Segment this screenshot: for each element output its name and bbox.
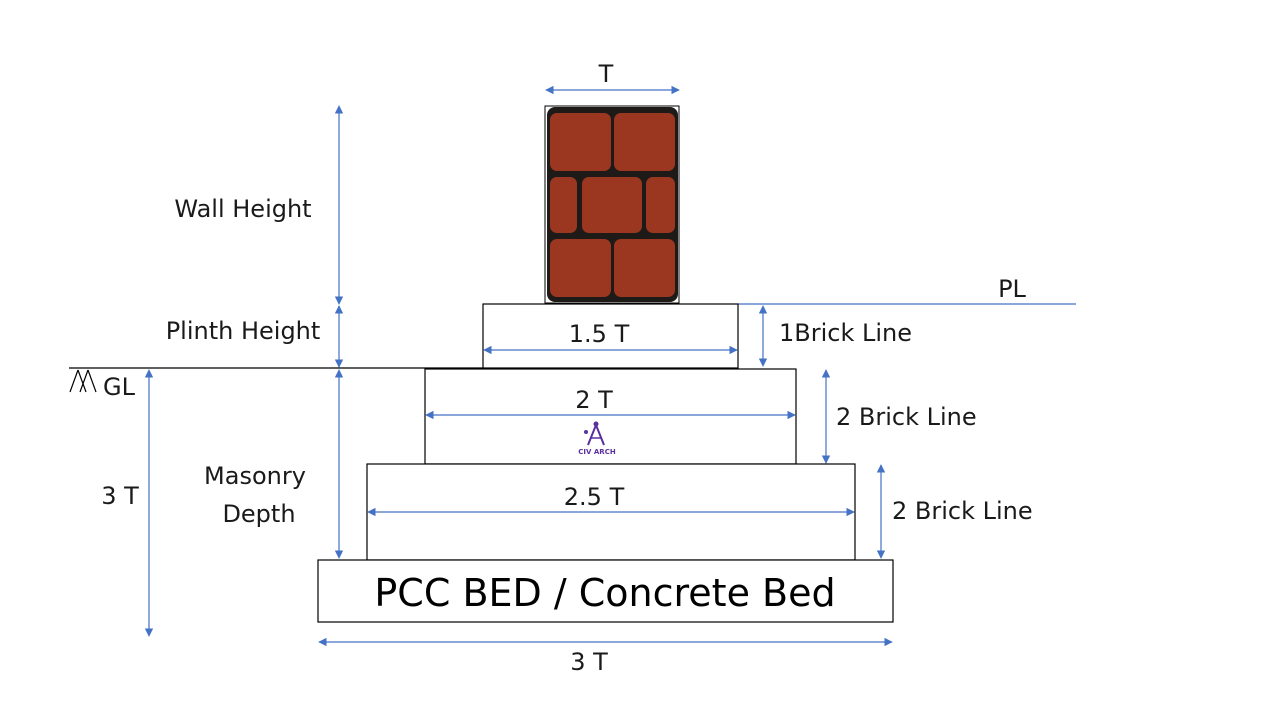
footing-step-1: 1.5 T 1Brick Line <box>482 303 912 369</box>
civ-arch-logo: CIV ARCH <box>578 421 616 456</box>
wall-height-label: Wall Height <box>174 195 311 223</box>
plinth-level-label: PL <box>998 275 1026 303</box>
logo-text: CIV ARCH <box>578 448 616 456</box>
step-2-width-label: 2 T <box>575 386 613 414</box>
brick-6 <box>550 239 611 297</box>
step-1-width-label: 1.5 T <box>569 320 630 348</box>
pcc-bed-width-label: 3 T <box>570 648 608 676</box>
brick-3 <box>550 177 577 233</box>
step-3-height-label: 2 Brick Line <box>892 497 1033 525</box>
brick-7 <box>614 239 675 297</box>
pcc-bed-block <box>317 559 894 623</box>
brick-4 <box>582 177 642 233</box>
masonry-depth-label-line2: Depth <box>222 500 295 528</box>
pcc-bed: PCC BED / Concrete Bed 3 T <box>317 559 894 676</box>
step-2-height-label: 2 Brick Line <box>836 403 977 431</box>
brick-wall <box>544 105 680 304</box>
total-depth-label: 3 T <box>101 482 139 510</box>
brick-5 <box>646 177 675 233</box>
footing-step-3: 2.5 T 2 Brick Line <box>366 463 1033 561</box>
brick-1 <box>550 113 611 171</box>
wall-thickness-label: T <box>598 60 614 88</box>
ground-level-symbol <box>69 369 97 393</box>
pcc-bed-label: PCC BED / Concrete Bed <box>374 571 835 615</box>
footing-step-2: 2 T 2 Brick Line <box>424 368 977 465</box>
step-1-height-label: 1Brick Line <box>779 319 912 347</box>
step-1-block <box>482 303 739 369</box>
compass-icon <box>584 421 605 446</box>
brick-2 <box>614 113 675 171</box>
step-3-width-label: 2.5 T <box>564 483 625 511</box>
plinth-height-label: Plinth Height <box>166 317 321 345</box>
masonry-depth-label-line1: Masonry <box>204 462 306 490</box>
ground-level-label: GL <box>103 373 136 401</box>
